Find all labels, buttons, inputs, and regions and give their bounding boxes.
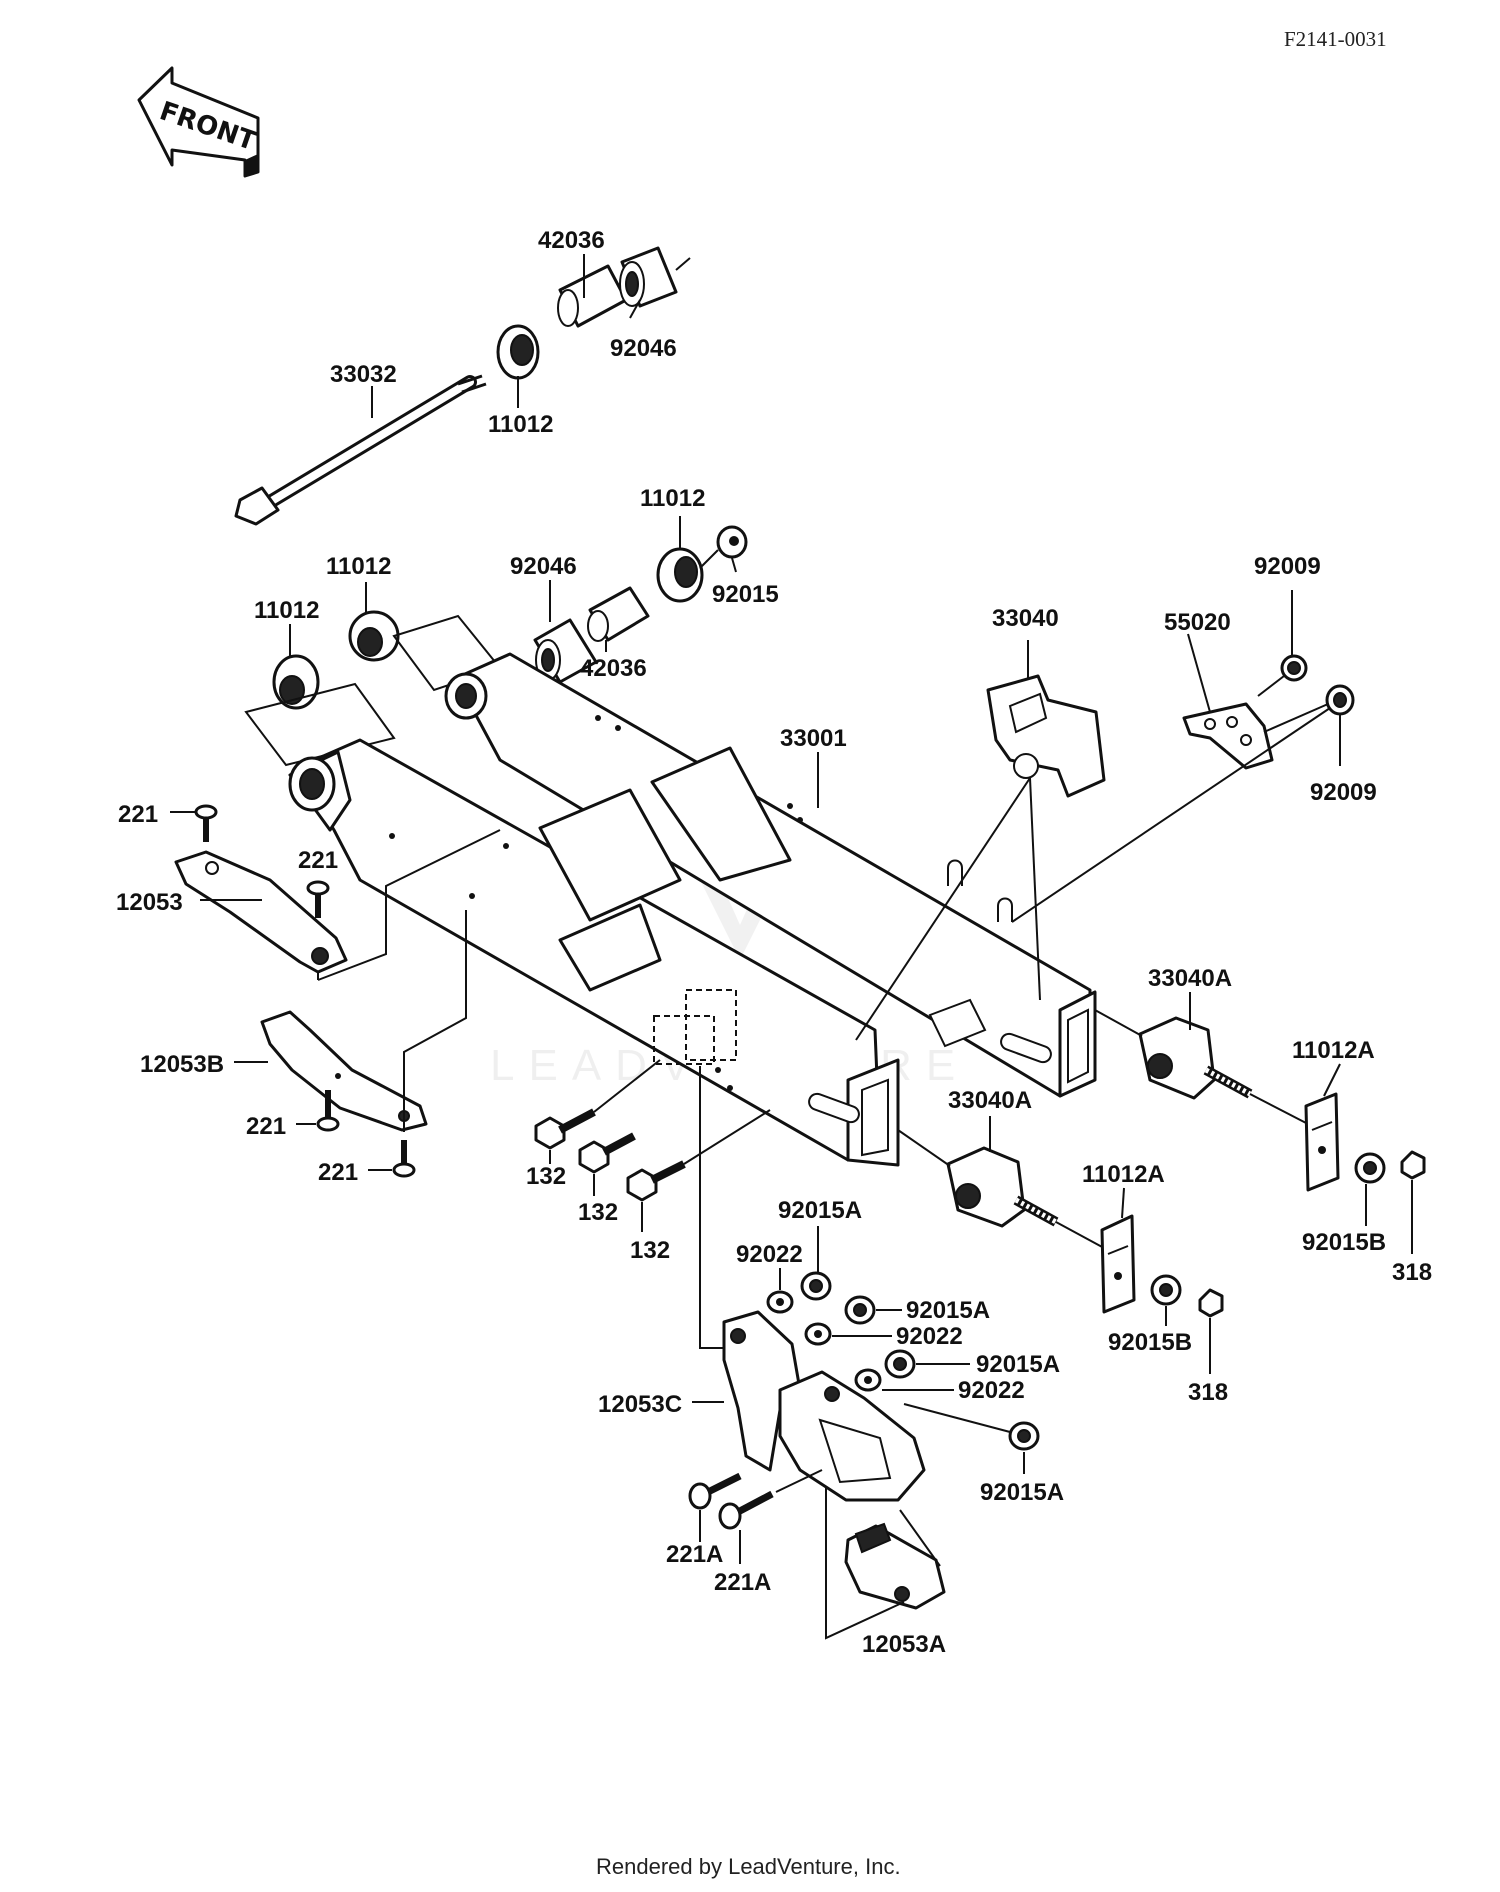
callout-92009-bottom: 92009 [1310,779,1377,806]
callout-221-top: 221 [118,801,158,828]
callout-221-mid: 221 [298,847,338,874]
callout-221-lower1: 221 [246,1113,286,1140]
callout-92046-mid: 92046 [510,553,577,580]
callout-33032: 33032 [330,361,397,388]
callout-318-left: 318 [1188,1379,1228,1406]
nut-92015A-4 [1008,1421,1040,1451]
screw-221-mid [306,880,330,918]
adjuster-33040A-left [946,1146,1059,1228]
nut-318-left [1198,1288,1224,1318]
nut-92015 [716,525,748,559]
callout-221-lower2: 221 [318,1159,358,1186]
slider-12053 [174,850,348,974]
nut-92015A-3 [884,1349,916,1379]
seal-11012-mid [348,610,400,662]
bolt-92009-top [1280,654,1308,682]
washer-92022-2 [804,1322,832,1346]
bolt-132-c [626,1160,686,1202]
bolt-92009-bottom [1325,684,1355,716]
guide-12053C [722,1310,926,1502]
footer-credit: Rendered by LeadVenture, Inc. [596,1854,901,1879]
slider-12053B [260,1010,428,1132]
callout-12053B: 12053B [140,1051,224,1078]
plate-11012A-right [1304,1092,1340,1192]
screw-221-top [194,804,218,842]
callout-92009-top: 92009 [1254,553,1321,580]
plate-11012A-left [1100,1214,1136,1314]
callout-33001: 33001 [780,725,847,752]
bearing-92046-top [619,246,678,308]
callout-11012-right: 11012 [640,485,705,512]
callout-92022-top: 92022 [736,1241,803,1268]
callout-92015A-3: 92015A [976,1351,1060,1378]
washer-92022-top [766,1290,794,1314]
callout-132-c: 132 [630,1237,670,1264]
nut-318-right [1400,1150,1426,1180]
callout-92015B-left: 92015B [1108,1329,1192,1356]
front-arrow: FRONT [137,66,260,178]
screw-221A-1 [688,1472,742,1510]
callout-11012-left: 11012 [254,597,319,624]
callout-42036-top: 42036 [538,227,605,254]
bolt-132-a [534,1108,596,1150]
slider-12053A [844,1522,946,1610]
callout-92022-3: 92022 [958,1377,1025,1404]
callout-92046-top: 92046 [610,335,677,362]
callout-11012-axle: 11012 [488,411,553,438]
figure-id: F2141-0031 [1284,27,1387,51]
sleeve-42036-top [557,264,628,328]
callout-92015A-2: 92015A [906,1297,990,1324]
sleeve-42036-mid [587,586,650,642]
callout-12053A: 12053A [862,1631,946,1658]
callout-92015A-top: 92015A [778,1197,862,1224]
screw-221-lower1 [316,1090,340,1132]
callout-92015A-4: 92015A [980,1479,1064,1506]
callout-55020: 55020 [1164,609,1231,636]
washer-92022-3 [854,1368,882,1392]
callout-221A-1: 221A [666,1541,723,1568]
callout-132-b: 132 [578,1199,618,1226]
callout-11012A-left: 11012A [1082,1161,1165,1188]
seal-11012-left [272,654,320,710]
callout-33040A-left: 33040A [948,1087,1032,1114]
callout-12053: 12053 [116,889,183,916]
callout-92015: 92015 [712,581,779,608]
callout-318-right: 318 [1392,1259,1432,1286]
screw-221-lower2 [392,1140,416,1178]
callout-221A-2: 221A [714,1569,771,1596]
callout-33040A-right: 33040A [1148,965,1232,992]
callout-12053C: 12053C [598,1391,682,1418]
nut-92015B-right [1354,1152,1386,1184]
callout-132-a: 132 [526,1163,566,1190]
bearing-92046-mid [533,618,598,684]
bracket-33040 [986,674,1106,798]
callout-11012A-right: 11012A [1292,1037,1375,1064]
seal-11012-axle [496,324,540,380]
nut-92015A-2 [844,1295,876,1325]
callout-42036-mid: 42036 [580,655,647,682]
callout-11012-mid: 11012 [326,553,391,580]
plate-55020 [1182,702,1274,770]
nut-92015B-left [1150,1274,1182,1306]
adjuster-33040A-right [1138,1016,1253,1100]
bolt-132-b [578,1132,636,1174]
callout-33040: 33040 [992,605,1059,632]
pivot-axle-33032 [234,374,487,526]
seal-11012-right [656,547,704,603]
screw-221A-2 [718,1490,774,1530]
callout-92022-2: 92022 [896,1323,963,1350]
callout-92015B-right: 92015B [1302,1229,1386,1256]
nut-92015A-top [800,1271,832,1301]
swingarm-33001 [288,652,1097,1167]
